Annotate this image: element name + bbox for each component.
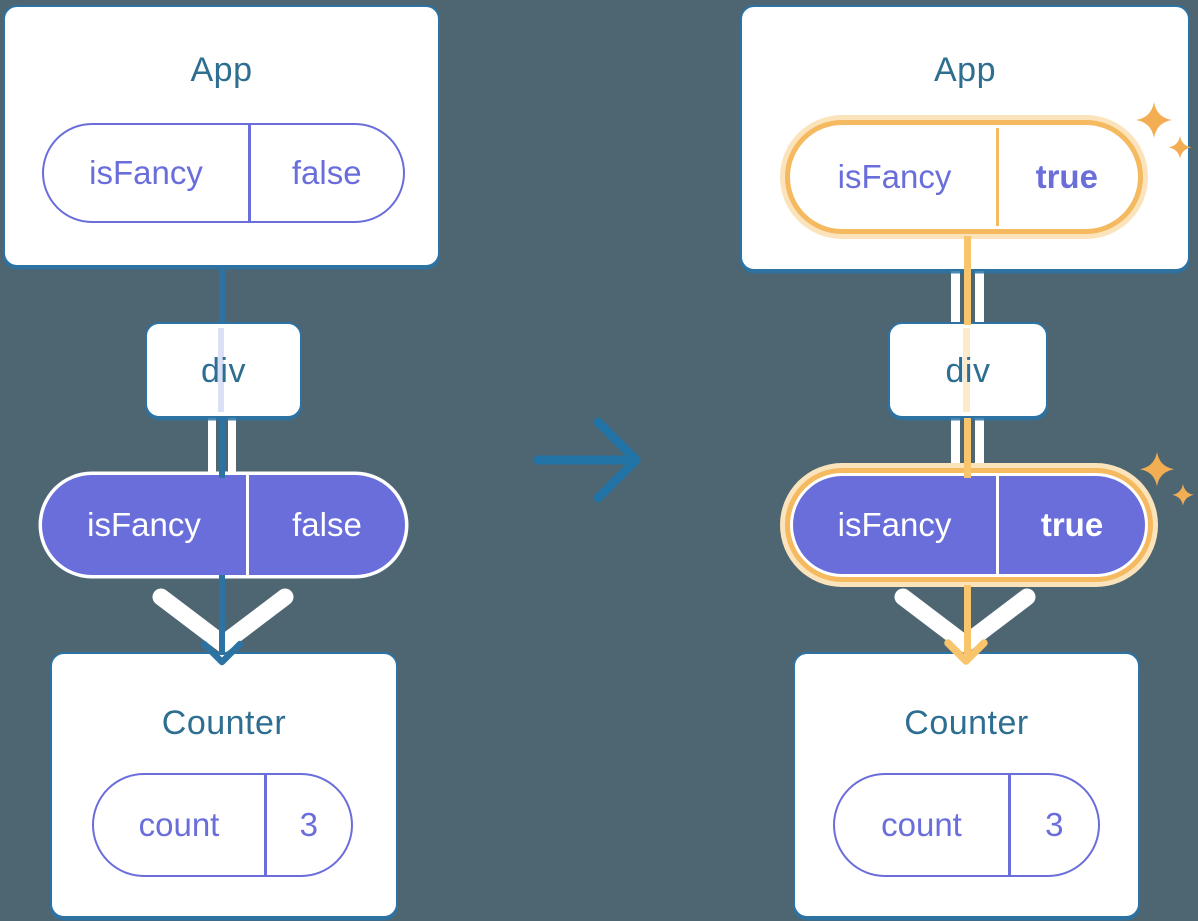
right-props-line xyxy=(964,236,971,325)
pill-divider xyxy=(996,128,999,226)
left-counter-state-pill: count 3 xyxy=(92,773,353,877)
left-div-card: div xyxy=(145,322,302,418)
sparkles-icon xyxy=(1139,452,1194,506)
sparkles-icon xyxy=(1136,102,1192,159)
prop-name-label: isFancy xyxy=(837,506,952,543)
arrowhead-down-icon xyxy=(200,640,244,666)
right-div-card: div xyxy=(888,322,1048,418)
right-props-pipe-right-2 xyxy=(975,415,984,480)
prop-value-label: false xyxy=(292,506,362,543)
right-props-pipe-left-2 xyxy=(951,415,960,480)
prop-value-label: true xyxy=(1035,158,1098,195)
right-flow-line xyxy=(964,585,971,655)
left-app-div-connector xyxy=(219,265,225,325)
highlight-ring: isFancy true xyxy=(785,120,1143,234)
left-app-prop-pill: isFancy false xyxy=(42,123,405,223)
prop-name-label: isFancy xyxy=(837,158,952,195)
right-div-inner-line xyxy=(963,328,970,412)
right-props-line-2 xyxy=(964,418,971,478)
left-div-inner-line xyxy=(218,328,224,412)
right-app-title: App xyxy=(934,51,996,89)
left-flow-line xyxy=(219,575,225,655)
state-name-label: count xyxy=(138,806,220,843)
right-props-pipe-right xyxy=(975,269,984,325)
pill-divider xyxy=(246,475,249,575)
pill-divider xyxy=(996,476,999,574)
right-div-label: div xyxy=(945,352,991,390)
pill-divider xyxy=(1008,775,1011,875)
right-app-prop-pill-highlighted: isFancy true xyxy=(780,115,1148,239)
left-props-pipe-left xyxy=(208,415,216,480)
state-name-label: count xyxy=(881,806,962,843)
prop-value-label: true xyxy=(1040,506,1104,543)
state-value-label: 3 xyxy=(1045,806,1064,843)
right-props-pipe-left xyxy=(951,269,960,325)
pill-divider xyxy=(248,125,251,221)
prop-name-label: isFancy xyxy=(87,506,201,543)
pill-divider xyxy=(264,775,267,875)
arrowhead-down-icon xyxy=(944,639,988,665)
prop-name-label: isFancy xyxy=(89,154,203,191)
left-props-line xyxy=(219,418,225,478)
left-props-pipe-right xyxy=(228,415,236,480)
prop-value-label: false xyxy=(291,154,362,191)
left-div-label: div xyxy=(201,352,246,390)
right-counter-title: Counter xyxy=(904,704,1029,742)
arrow-right-icon xyxy=(533,417,641,503)
state-value-label: 3 xyxy=(299,806,318,843)
highlight-ring: isFancy true xyxy=(785,468,1153,582)
right-prop-pill-highlighted: isFancy true xyxy=(780,463,1158,587)
right-counter-state-pill: count 3 xyxy=(833,773,1100,877)
left-prop-pill: isFancy false xyxy=(42,475,405,575)
left-app-title: App xyxy=(190,51,253,89)
left-counter-title: Counter xyxy=(161,704,287,742)
